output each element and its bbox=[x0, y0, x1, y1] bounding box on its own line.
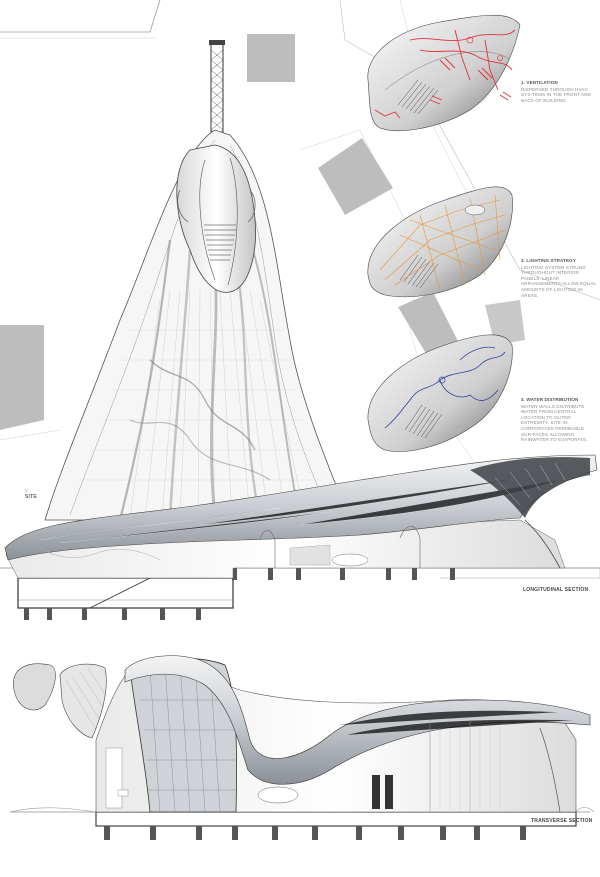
site-label-text: SITE bbox=[25, 494, 37, 500]
water-body: WATER WALLS DISTRIBUTE WATER FROM CENTRA… bbox=[521, 403, 588, 443]
ventilation-body: DISPERSED THROUGH HVAC SYS-TEMS IN THE F… bbox=[521, 86, 591, 103]
site-block bbox=[318, 138, 393, 215]
ventilation-note: 1. VENTILATION DISPERSED THROUGH HVAC SY… bbox=[521, 80, 597, 103]
lighting-body: LIGHTING SYSTEM STRUNG THROUGHOUT INTERI… bbox=[521, 264, 596, 298]
tower-plan bbox=[44, 40, 351, 521]
site-block bbox=[0, 325, 44, 430]
site-block bbox=[398, 292, 460, 360]
transverse-section bbox=[9, 655, 595, 840]
longitudinal-section bbox=[0, 454, 600, 620]
site-block bbox=[247, 34, 295, 82]
transverse-section-label: TRANSVERSE SECTION bbox=[531, 818, 593, 824]
site-label: N SITE bbox=[25, 489, 37, 500]
lighting-title: 2. LIGHTING STRATEGY bbox=[521, 258, 577, 263]
site-plan bbox=[0, 0, 600, 471]
water-note: 3. WATER DISTRIBUTION WATER WALLS DISTRI… bbox=[521, 397, 597, 443]
lighting-note: 2. LIGHTING STRATEGY LIGHTING SYSTEM STR… bbox=[521, 258, 597, 298]
water-diagram bbox=[367, 334, 513, 452]
ventilation-title: 1. VENTILATION bbox=[521, 80, 558, 85]
water-title: 3. WATER DISTRIBUTION bbox=[521, 397, 579, 402]
ventilation-diagram bbox=[367, 14, 521, 131]
north-label: N bbox=[25, 489, 28, 493]
site-block bbox=[485, 300, 525, 345]
longitudinal-section-label: LONGITUDINAL SECTION bbox=[523, 587, 589, 593]
lighting-diagram bbox=[367, 186, 513, 298]
